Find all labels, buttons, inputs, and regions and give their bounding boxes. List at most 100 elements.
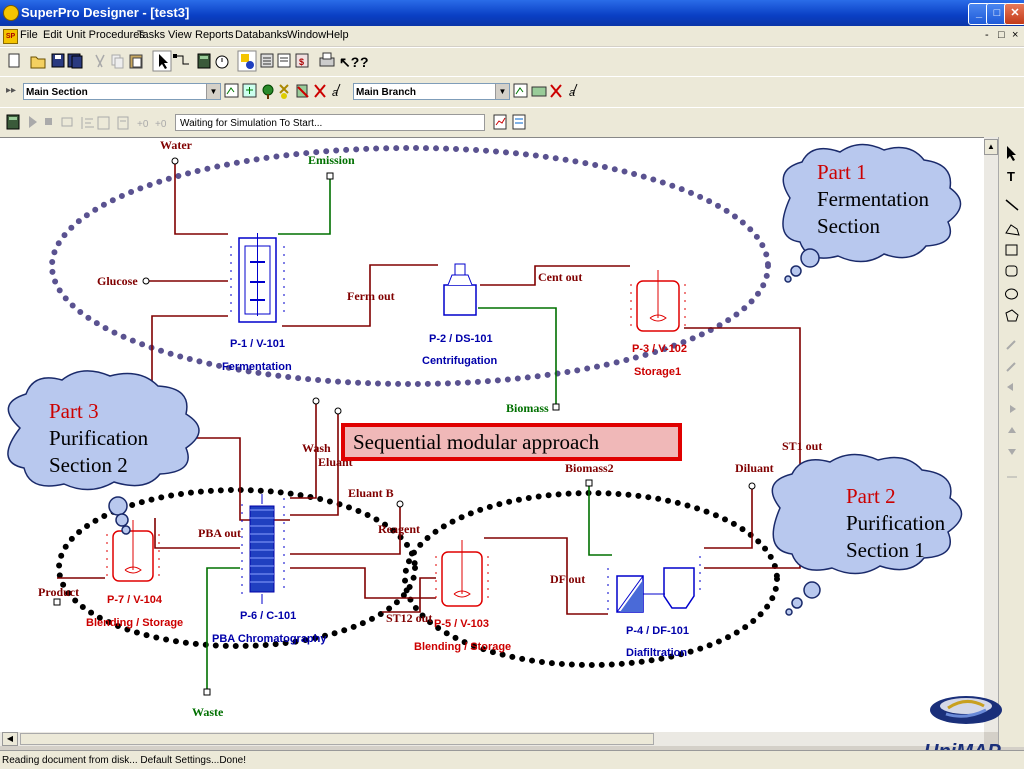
emission-stream-line[interactable] xyxy=(278,178,331,235)
sequential-modular-banner: Sequential modular approach xyxy=(341,423,682,461)
waste-stream-line[interactable] xyxy=(206,567,240,691)
st1-out-stream-line[interactable] xyxy=(684,327,801,569)
print-icon[interactable] xyxy=(319,52,335,67)
branch-delete-icon[interactable] xyxy=(550,84,562,98)
document-icon[interactable]: SP xyxy=(3,29,18,44)
section-select[interactable]: Main Section ▼ xyxy=(23,83,221,100)
p4-name-label: Diafiltration xyxy=(626,647,688,659)
save-all-icon[interactable] xyxy=(67,53,83,69)
reagent-stream-line[interactable] xyxy=(290,506,401,555)
report-icon[interactable] xyxy=(277,53,291,68)
blending-tank-p5-icon[interactable] xyxy=(435,540,489,607)
part2-header: Part 2 xyxy=(846,484,896,508)
rounded-rect-tool-icon[interactable] xyxy=(1005,265,1018,277)
section-rename-icon[interactable]: a xyxy=(332,83,341,99)
close-button[interactable]: ✕ xyxy=(1004,3,1024,25)
graph-icon[interactable] xyxy=(493,114,507,130)
water-label: Water xyxy=(160,138,192,152)
align-bottom-icon xyxy=(1008,449,1016,455)
wash-stream-line[interactable] xyxy=(290,403,317,499)
horizontal-scroll-thumb[interactable] xyxy=(20,733,654,745)
df-out-stream-line[interactable] xyxy=(484,537,608,615)
new-file-icon[interactable] xyxy=(8,53,20,68)
scroll-up-arrow-icon[interactable]: ▲ xyxy=(984,139,998,155)
fermenter-p1-icon[interactable] xyxy=(230,233,285,323)
biomass2-stream-line[interactable] xyxy=(588,486,612,556)
color-shapes-icon[interactable] xyxy=(237,50,257,72)
line-tool-icon[interactable] xyxy=(1005,199,1019,211)
mdi-minimize-button[interactable]: - xyxy=(985,29,989,41)
help-icon[interactable]: ? xyxy=(360,54,369,70)
menu-window[interactable]: Window xyxy=(287,29,327,41)
menu-file[interactable]: File xyxy=(20,29,38,41)
connect-stream-icon[interactable] xyxy=(173,54,189,65)
p7-out-stream-line[interactable] xyxy=(290,567,436,599)
water-stream-line[interactable] xyxy=(174,163,228,235)
menu-tasks[interactable]: Tasks xyxy=(137,29,166,41)
svg-text:+0: +0 xyxy=(137,119,149,130)
chevron-down-icon[interactable]: ▼ xyxy=(206,84,220,99)
p2-id-label: P-2 / DS-101 xyxy=(429,333,493,345)
chromatography-column-p6-icon[interactable] xyxy=(241,494,285,604)
toolbar-grip-icon: ▸▸ xyxy=(6,85,17,96)
calculator-icon[interactable] xyxy=(197,53,211,69)
cent-out-stream-line[interactable] xyxy=(480,265,630,286)
menu-view[interactable]: View xyxy=(168,29,192,41)
pointer-tool-icon[interactable] xyxy=(1007,146,1016,161)
blending-tank-p7-icon[interactable] xyxy=(106,520,160,582)
save-icon[interactable] xyxy=(51,53,65,68)
mdi-restore-button[interactable]: □ xyxy=(998,29,1005,41)
menu-databanks[interactable]: Databanks xyxy=(235,29,288,41)
section-delete-icon[interactable] xyxy=(314,84,326,98)
st12-out-stream-line[interactable] xyxy=(382,577,436,613)
menu-edit[interactable]: Edit xyxy=(43,29,62,41)
fermentation-section-outline xyxy=(49,145,771,387)
menu-reports[interactable]: Reports xyxy=(195,29,234,41)
economics-icon[interactable]: $ xyxy=(295,53,309,68)
stopwatch-icon[interactable] xyxy=(215,55,229,69)
vertical-scrollbar[interactable]: ▲ xyxy=(984,137,998,732)
rectangle-tool-icon[interactable] xyxy=(1005,244,1018,256)
ferm-out-label: Ferm out xyxy=(347,289,395,303)
storage-tank-p3-icon[interactable] xyxy=(630,270,686,332)
branch-properties-icon[interactable] xyxy=(513,83,528,98)
branch-select[interactable]: Main Branch ▼ xyxy=(353,83,510,100)
part2-line2: Section 1 xyxy=(846,538,925,562)
diafiltration-p4-icon[interactable] xyxy=(607,556,701,614)
context-help-icon[interactable]: ↖? xyxy=(339,54,359,70)
align-top-icon xyxy=(1008,427,1016,433)
paste-icon[interactable] xyxy=(129,54,143,69)
branch-tools-icons: a xyxy=(513,83,578,99)
branch-add-icon[interactable] xyxy=(531,86,547,97)
cut-icon xyxy=(95,54,105,68)
part3-cloud-text: Part 3 Purification Section 2 xyxy=(49,398,148,479)
diluant-stream-line[interactable] xyxy=(704,488,753,549)
ferm-out-stream-line[interactable] xyxy=(282,264,438,327)
centrifuge-p2-icon[interactable] xyxy=(443,263,477,316)
chevron-down-icon[interactable]: ▼ xyxy=(495,84,509,99)
scroll-left-arrow-icon[interactable]: ◀ xyxy=(2,732,18,746)
polygon-tool-icon[interactable] xyxy=(1005,309,1019,322)
stream-terminals xyxy=(53,157,756,696)
eluant-b-stream-line[interactable] xyxy=(290,411,339,516)
section-properties-icon[interactable] xyxy=(224,83,239,98)
menu-unit-procedures[interactable]: Unit Procedures xyxy=(66,29,145,41)
menu-help[interactable]: Help xyxy=(326,29,349,41)
section-move-icon[interactable] xyxy=(279,84,289,99)
ellipse-tool-icon[interactable] xyxy=(1005,288,1018,300)
equipment-list-icon[interactable] xyxy=(260,53,274,68)
section-add-icon[interactable] xyxy=(242,83,257,98)
text-tool-icon[interactable]: T xyxy=(1007,169,1015,184)
pba-out-stream-line[interactable] xyxy=(154,518,240,549)
section-split-icon[interactable] xyxy=(296,84,309,98)
solve-calculator-icon[interactable] xyxy=(6,114,20,130)
select-arrow-icon[interactable] xyxy=(152,50,172,72)
horizontal-scrollbar[interactable]: ◀ xyxy=(0,732,984,746)
polyline-tool-icon[interactable] xyxy=(1005,224,1020,236)
mdi-close-button[interactable]: × xyxy=(1012,29,1019,41)
branch-rename-icon[interactable]: a xyxy=(569,83,578,99)
open-folder-icon[interactable] xyxy=(30,56,46,69)
biomass-stream-line[interactable] xyxy=(478,307,557,406)
section-tree-icon[interactable] xyxy=(262,84,274,99)
chart-settings-icon[interactable] xyxy=(512,114,526,130)
